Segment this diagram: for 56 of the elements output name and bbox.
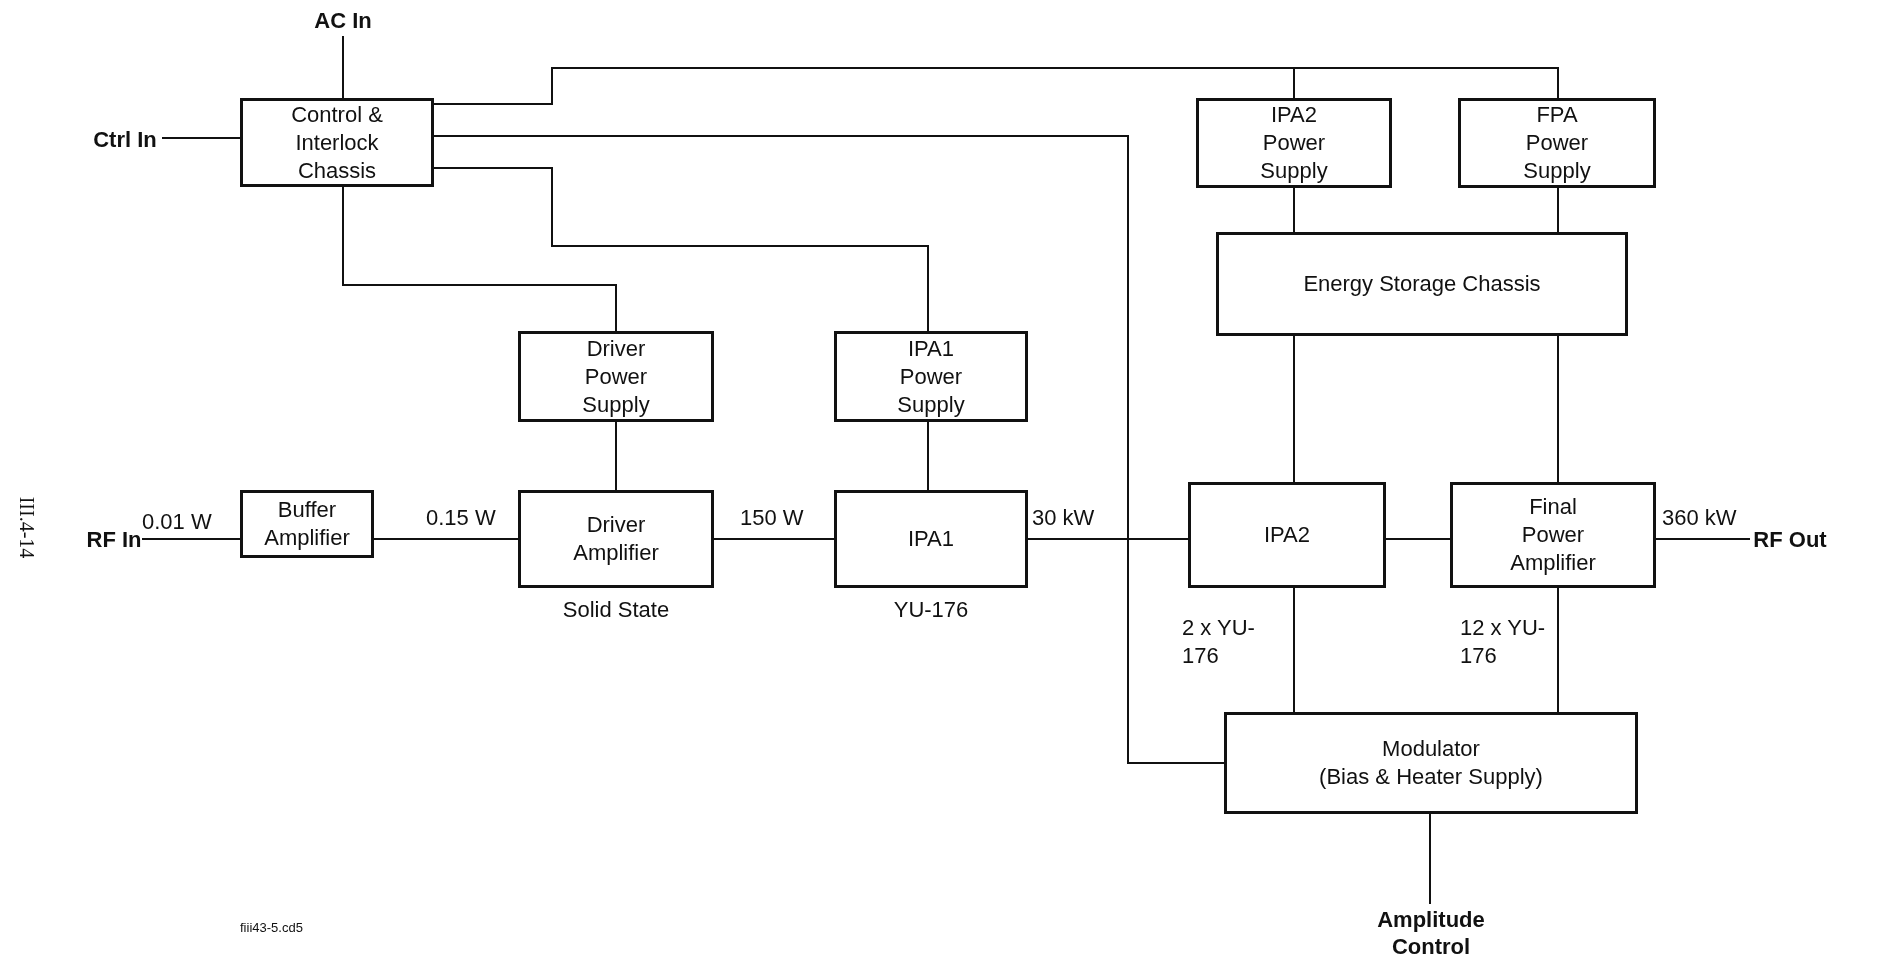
block-title: (Bias & Heater Supply) [1319, 763, 1543, 791]
block-box [834, 490, 1028, 588]
block-box [834, 331, 1028, 422]
terminal-name: Amplitude Control [1376, 906, 1486, 960]
block-title: IPA1 Power Supply [896, 334, 966, 419]
block-title: Driver Amplifier [572, 511, 660, 567]
signal-line [433, 135, 1225, 764]
signal-line [141, 538, 241, 540]
signal-line [1293, 187, 1295, 233]
block-box [1450, 482, 1656, 588]
signal-line [1293, 587, 1295, 713]
tube-note: YU-176 [892, 596, 970, 624]
signal-line [1557, 335, 1559, 483]
signal-line [373, 538, 519, 540]
signal-line [927, 421, 929, 491]
tube-note: 12 x YU-176 [1460, 614, 1547, 670]
block-box [1458, 98, 1656, 188]
signal-line [1429, 813, 1431, 905]
block-title: Buffer Amplifier [263, 496, 351, 552]
block-box [1224, 712, 1638, 814]
block-box [1196, 98, 1392, 188]
block-box [240, 490, 374, 558]
file-name: fiii43-5.cd5 [240, 920, 303, 935]
block-title: IPA2 [1263, 521, 1311, 549]
tube-note: Solid State [561, 596, 671, 624]
block-box [1188, 482, 1386, 588]
signal-line [713, 538, 835, 540]
tube-note: 2 x YU-176 [1182, 614, 1256, 670]
signal-line [1655, 538, 1751, 540]
page-number: III.4-14 [14, 495, 38, 561]
block-box [1216, 232, 1628, 336]
signal-line [1385, 538, 1451, 540]
block-box [518, 331, 714, 422]
signal-line [1293, 335, 1295, 483]
block-title: IPA2 Power Supply [1259, 101, 1329, 185]
signal-line [342, 186, 617, 332]
terminal-name: AC In [314, 6, 372, 34]
block-title: FPA Power Supply [1522, 101, 1592, 185]
signal-line [1557, 587, 1559, 713]
block-title: Control & Interlock Chassis [290, 100, 384, 185]
block-title: Final Power Amplifier [1509, 493, 1597, 577]
signal-line [161, 137, 241, 139]
terminal-name: RF In [86, 525, 142, 553]
block-box [518, 490, 714, 588]
signal-line [342, 35, 344, 99]
signal-line [1557, 187, 1559, 233]
block-title: IPA1 [907, 525, 955, 553]
signal-line [433, 167, 929, 332]
terminal-name: Ctrl In [93, 125, 157, 153]
block-title: Energy Storage Chassis [1303, 270, 1541, 298]
terminal-name: RF Out [1753, 525, 1827, 553]
signal-line [615, 421, 617, 491]
block-title: Driver Power Supply [581, 334, 651, 419]
block-title: Modulator [1382, 735, 1480, 763]
signal-line [1027, 538, 1189, 540]
block-box [240, 98, 434, 187]
